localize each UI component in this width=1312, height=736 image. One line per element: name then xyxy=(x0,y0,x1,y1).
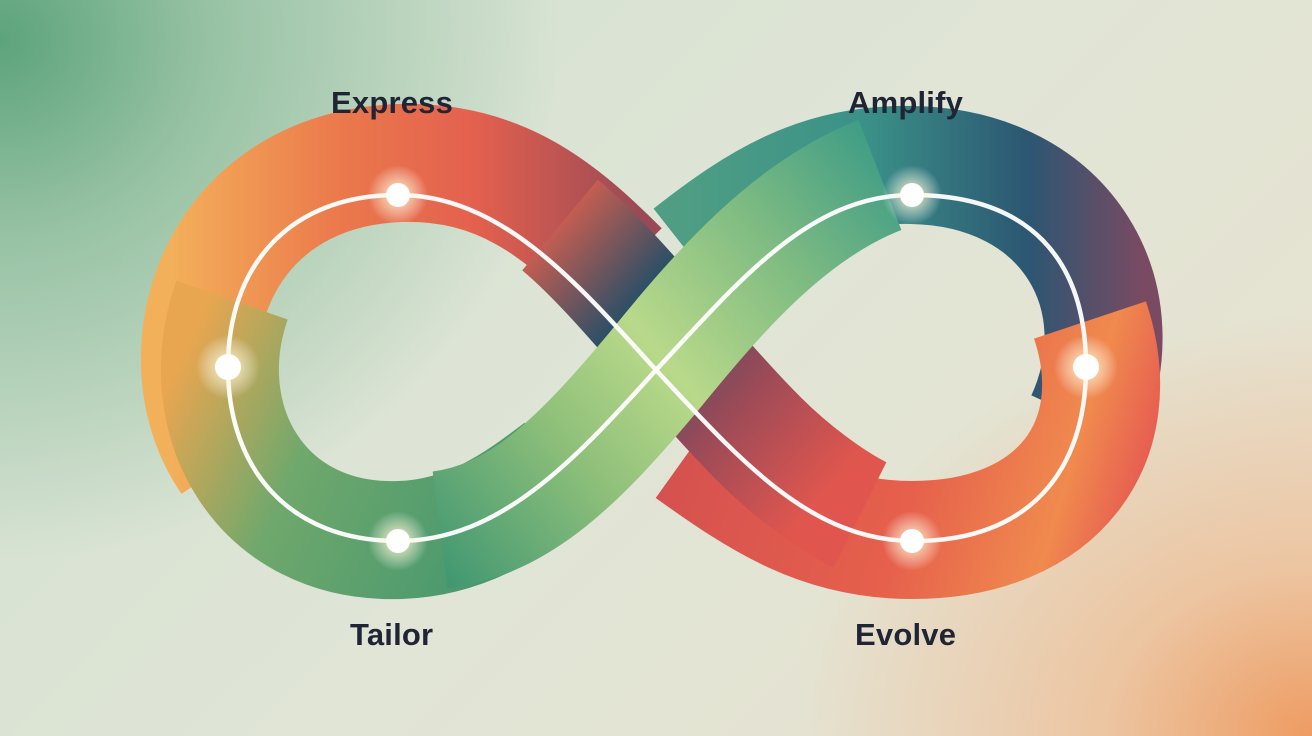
infinity-track-line xyxy=(225,192,1089,544)
node-amplify xyxy=(882,165,942,225)
label-amplify: Amplify xyxy=(848,85,964,120)
node-evolve xyxy=(882,511,942,571)
label-express: Express xyxy=(331,85,454,120)
node-left xyxy=(196,335,260,399)
label-tailor: Tailor xyxy=(350,617,434,652)
ribbon-crossing-under xyxy=(521,179,888,568)
node-tailor xyxy=(368,511,428,571)
label-evolve: Evolve xyxy=(855,617,957,652)
node-right xyxy=(1054,335,1118,399)
node-express xyxy=(368,165,428,225)
